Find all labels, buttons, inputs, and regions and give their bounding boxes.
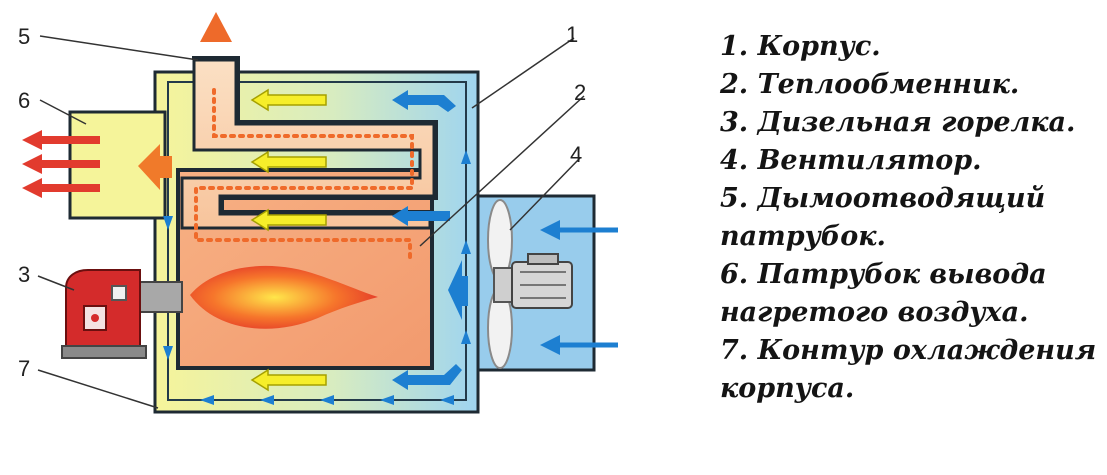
callout-3: 3 bbox=[18, 262, 30, 287]
legend-item-2: 2. Теплообменник. bbox=[720, 69, 1020, 100]
cool-air-arrows bbox=[392, 90, 468, 390]
leader-lines bbox=[37, 35, 585, 409]
outlet-orange-arrow bbox=[138, 144, 172, 190]
callout-2: 2 bbox=[574, 80, 586, 105]
flue-channel bbox=[192, 56, 438, 214]
heater-diagram: 5 6 3 7 1 2 4 bbox=[18, 12, 618, 414]
legend-item-4: 4. Вентилятор. bbox=[720, 145, 982, 176]
legend-item-5-cont: патрубок. bbox=[720, 221, 886, 252]
legend-item-7: 7. Контур охлаждения bbox=[720, 335, 1097, 366]
flame bbox=[190, 265, 378, 329]
legend-item-1: 1. Корпус. bbox=[720, 31, 881, 62]
warm-air-arrows bbox=[250, 88, 327, 392]
callout-4: 4 bbox=[570, 142, 582, 167]
fan-icon bbox=[487, 199, 573, 369]
legend-item-6-cont: нагретого воздуха. bbox=[720, 297, 1029, 328]
legend-item-6: 6. Патрубок вывода bbox=[720, 259, 1047, 290]
callout-7: 7 bbox=[18, 356, 30, 381]
smoke-arrow bbox=[200, 12, 232, 42]
fan-intake-arrows bbox=[540, 220, 618, 355]
callout-5: 5 bbox=[18, 24, 30, 49]
legend-item-3: 3. Дизельная горелка. bbox=[720, 107, 1076, 138]
callout-6: 6 bbox=[18, 88, 30, 113]
outlet-arrows bbox=[22, 130, 100, 198]
hot-gas-path bbox=[194, 88, 414, 264]
callout-1: 1 bbox=[566, 22, 578, 47]
legend: 1. Корпус. 2. Теплообменник. 3. Дизельна… bbox=[720, 28, 1096, 408]
diesel-burner bbox=[61, 269, 183, 359]
legend-item-7-cont: корпуса. bbox=[720, 373, 855, 404]
legend-item-5: 5. Дымоотводящий bbox=[720, 183, 1046, 214]
